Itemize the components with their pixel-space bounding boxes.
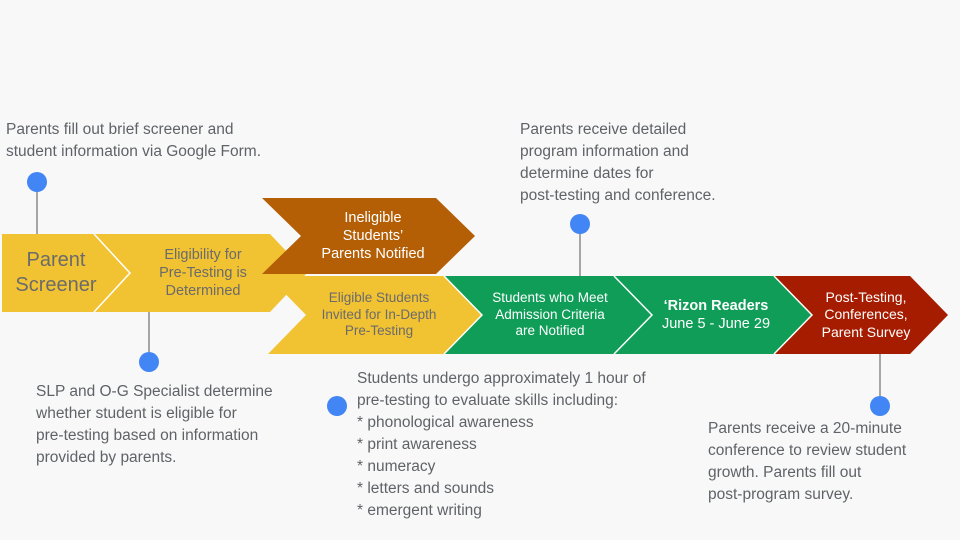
rizon-readers-arrow bbox=[614, 276, 812, 354]
chevron-seam-1 bbox=[93, 233, 132, 313]
note-pretesting-skills: Students undergo approximately 1 hour of… bbox=[357, 370, 646, 519]
marker-dot-post-testing bbox=[870, 396, 890, 416]
chevron-seam-4 bbox=[773, 275, 814, 355]
note-slp-determine: SLP and O-G Specialist determine whether… bbox=[36, 383, 273, 466]
post-testing-arrow bbox=[774, 276, 948, 354]
eligibility-label: Eligibility for Pre-Testing is Determine… bbox=[159, 246, 247, 300]
note-screener-form: Parents fill out brief screener and stud… bbox=[6, 121, 262, 160]
parent-screener-label: Parent Screener bbox=[15, 249, 97, 296]
rizon-readers-label: ‘Rizon Readers June 5 - June 29 bbox=[644, 276, 788, 354]
admission-notified-arrow bbox=[444, 276, 652, 354]
eligible-invited-arrow bbox=[268, 276, 482, 354]
note-program-info: Parents receive detailed program informa… bbox=[520, 121, 716, 204]
parent-screener-arrow bbox=[2, 234, 130, 312]
marker-dot-eligibility bbox=[139, 352, 159, 372]
ineligible-label: Ineligible Students’ Parents Notified bbox=[321, 209, 425, 263]
post-testing-label: Post-Testing, Conferences, Parent Survey bbox=[821, 288, 911, 340]
rizon-readers-dates: June 5 - June 29 bbox=[661, 316, 771, 332]
eligible-invited-label: Eligible Students Invited for In-Depth P… bbox=[321, 289, 437, 339]
admission-notified-label: Students who Meet Admission Criteria are… bbox=[492, 289, 608, 339]
marker-dot-pretesting bbox=[327, 396, 347, 416]
note-conference: Parents receive a 20-minute conference t… bbox=[708, 420, 907, 503]
rizon-readers-title: ‘Rizon Readers bbox=[663, 297, 769, 314]
marker-dot-screener bbox=[27, 172, 47, 192]
marker-dot-program-info bbox=[570, 214, 590, 234]
ineligible-arrow bbox=[262, 198, 475, 274]
eligibility-arrow bbox=[94, 234, 307, 312]
chevron-seam-3 bbox=[613, 275, 654, 355]
chevron-seam-2 bbox=[443, 275, 484, 355]
